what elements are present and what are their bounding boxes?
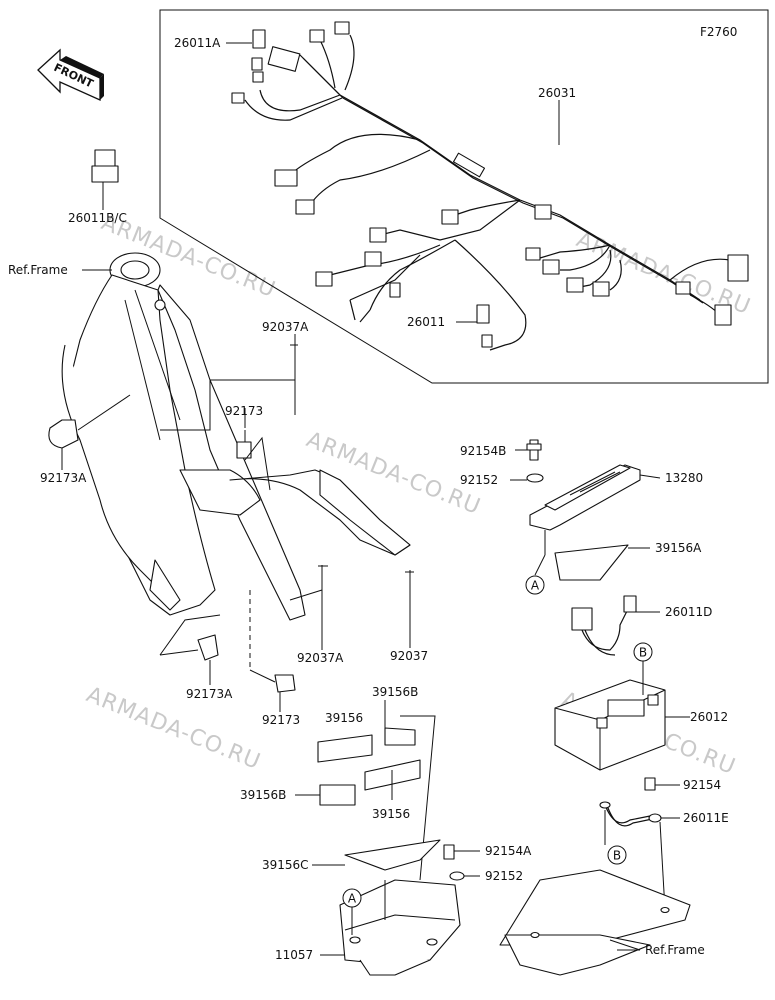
callout-92152-bottom: 92152	[485, 869, 523, 883]
callout-39156-bottom: 39156	[372, 807, 410, 821]
bolt-92154a	[443, 844, 480, 860]
callout-26011d: 26011D	[665, 605, 712, 619]
callout-92173-top: 92173	[225, 404, 263, 418]
callout-92037a-top: 92037A	[262, 320, 309, 334]
callout-39156a: 39156A	[655, 541, 702, 555]
bracket-11057	[320, 879, 461, 976]
relay-26011bc	[91, 149, 119, 210]
frame-rail-bottom-right	[499, 869, 691, 976]
wiring-harness	[231, 21, 749, 351]
pads-39156-group	[317, 700, 436, 881]
marker-b-top: B	[633, 642, 653, 695]
callout-26011: 26011	[407, 315, 445, 329]
marker-a-top-label: A	[531, 579, 540, 593]
pad-39156a	[554, 544, 629, 581]
callout-92152-top: 92152	[460, 473, 498, 487]
clip-92173-top	[236, 430, 271, 491]
callout-11057: 11057	[275, 948, 313, 962]
clamp-92037	[405, 570, 414, 615]
callout-39156c: 39156C	[262, 858, 309, 872]
battery-26012	[554, 679, 690, 771]
callout-39156b-left: 39156B	[240, 788, 286, 802]
harness-panel-border	[159, 9, 769, 384]
frame	[61, 252, 411, 621]
callout-labels: 26011A 26031 26011B/C 26011 Ref.Frame 92…	[8, 36, 729, 962]
marker-b-bottom: B	[607, 845, 627, 865]
clamp-92037a-lower	[289, 565, 328, 625]
bolt-92154	[644, 777, 680, 791]
callout-13280: 13280	[665, 471, 703, 485]
callout-92037a-bottom: 92037A	[297, 651, 344, 665]
battery-case-13280	[526, 439, 661, 576]
callout-92037: 92037	[390, 649, 428, 663]
callout-92173-bottom: 92173	[262, 713, 300, 727]
callout-92154: 92154	[683, 778, 721, 792]
callout-26011e: 26011E	[683, 811, 729, 825]
callout-26011bc: 26011B/C	[68, 211, 127, 225]
marker-b-bottom-label: B	[613, 849, 621, 863]
marker-a-top: A	[525, 575, 545, 595]
callout-ref-frame-top: Ref.Frame	[8, 263, 68, 277]
marker-a-bottom-label: A	[348, 892, 357, 906]
callout-92154b: 92154B	[460, 444, 506, 458]
callout-ref-frame-bottom: Ref.Frame	[645, 943, 705, 957]
front-arrow-icon: FRONT	[37, 48, 104, 102]
callout-26011a: 26011A	[174, 36, 221, 50]
marker-b-top-label: B	[639, 646, 647, 660]
marker-a-bottom: A	[342, 888, 362, 935]
clip-92173a-left	[48, 394, 131, 449]
callout-92154a: 92154A	[485, 844, 532, 858]
figure-code: F2760	[700, 25, 737, 39]
clamp-92037a-top	[160, 340, 298, 431]
pad-39156c	[344, 839, 441, 871]
callout-39156-left: 39156	[325, 711, 363, 725]
callout-26012: 26012	[690, 710, 728, 724]
cable-26011d	[571, 595, 660, 656]
callout-39156b-top: 39156B	[372, 685, 418, 699]
callout-26031: 26031	[538, 86, 576, 100]
callout-92173a-left: 92173A	[40, 471, 87, 485]
watermark-4: ARMADA-CO.RU	[83, 682, 264, 775]
clips-lower-frame	[159, 590, 296, 693]
washer-92152-bottom	[449, 871, 480, 881]
callout-92173a-bottom: 92173A	[186, 687, 233, 701]
leader-lines	[61, 42, 640, 951]
